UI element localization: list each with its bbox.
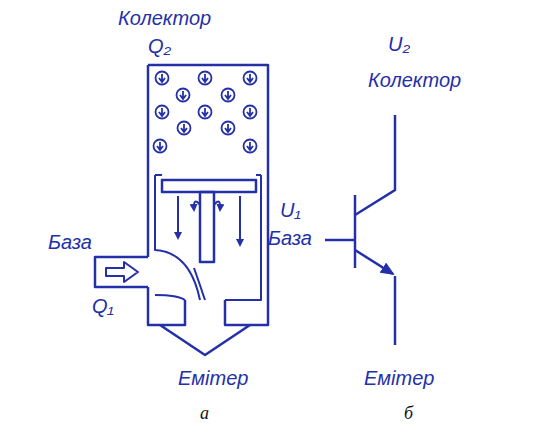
terminal-label: Емітер — [178, 368, 248, 388]
terminal-label: База — [268, 228, 312, 248]
valve-model — [95, 65, 268, 355]
charge-symbol: Q₁ — [92, 296, 114, 316]
transistor-symbol — [325, 115, 395, 345]
figure-caption: а — [200, 404, 209, 422]
terminal-label: Колектор — [368, 70, 461, 90]
charge-symbol: Q₂ — [148, 36, 171, 56]
terminal-label: Колектор — [118, 8, 211, 28]
terminal-label: Емітер — [364, 368, 434, 388]
terminal-label: База — [48, 232, 92, 252]
voltage-symbol: U₁ — [280, 200, 301, 220]
figure-caption: б — [404, 404, 413, 422]
voltage-symbol: U₂ — [388, 34, 410, 54]
charge-carriers — [154, 72, 257, 153]
